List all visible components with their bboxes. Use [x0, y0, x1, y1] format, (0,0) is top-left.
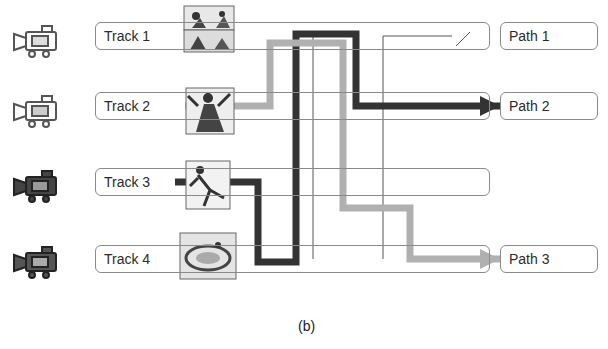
track-box: Track 2	[95, 92, 490, 120]
path-box: Path 1	[500, 22, 598, 50]
path-route-arrow	[185, 43, 500, 259]
video-thumbnail	[186, 88, 234, 134]
switch-wire	[313, 32, 470, 259]
track-label: Track 1	[104, 28, 150, 44]
track-box: Track 1	[95, 22, 490, 50]
track-label: Track 2	[104, 98, 150, 114]
path-label: Path 3	[509, 251, 549, 267]
track-box: Track 3	[95, 168, 490, 196]
path-label: Path 2	[509, 98, 549, 114]
path-label: Path 1	[509, 28, 549, 44]
track-label: Track 4	[104, 251, 150, 267]
path-route-arrow	[175, 34, 500, 262]
camera-icon	[14, 26, 56, 278]
track-box: Track 4	[95, 245, 490, 273]
video-thumbnail	[184, 6, 234, 52]
path-box: Path 3	[500, 245, 598, 273]
figure-caption: (b)	[298, 318, 315, 334]
path-box: Path 2	[500, 92, 598, 120]
track-label: Track 3	[104, 174, 150, 190]
